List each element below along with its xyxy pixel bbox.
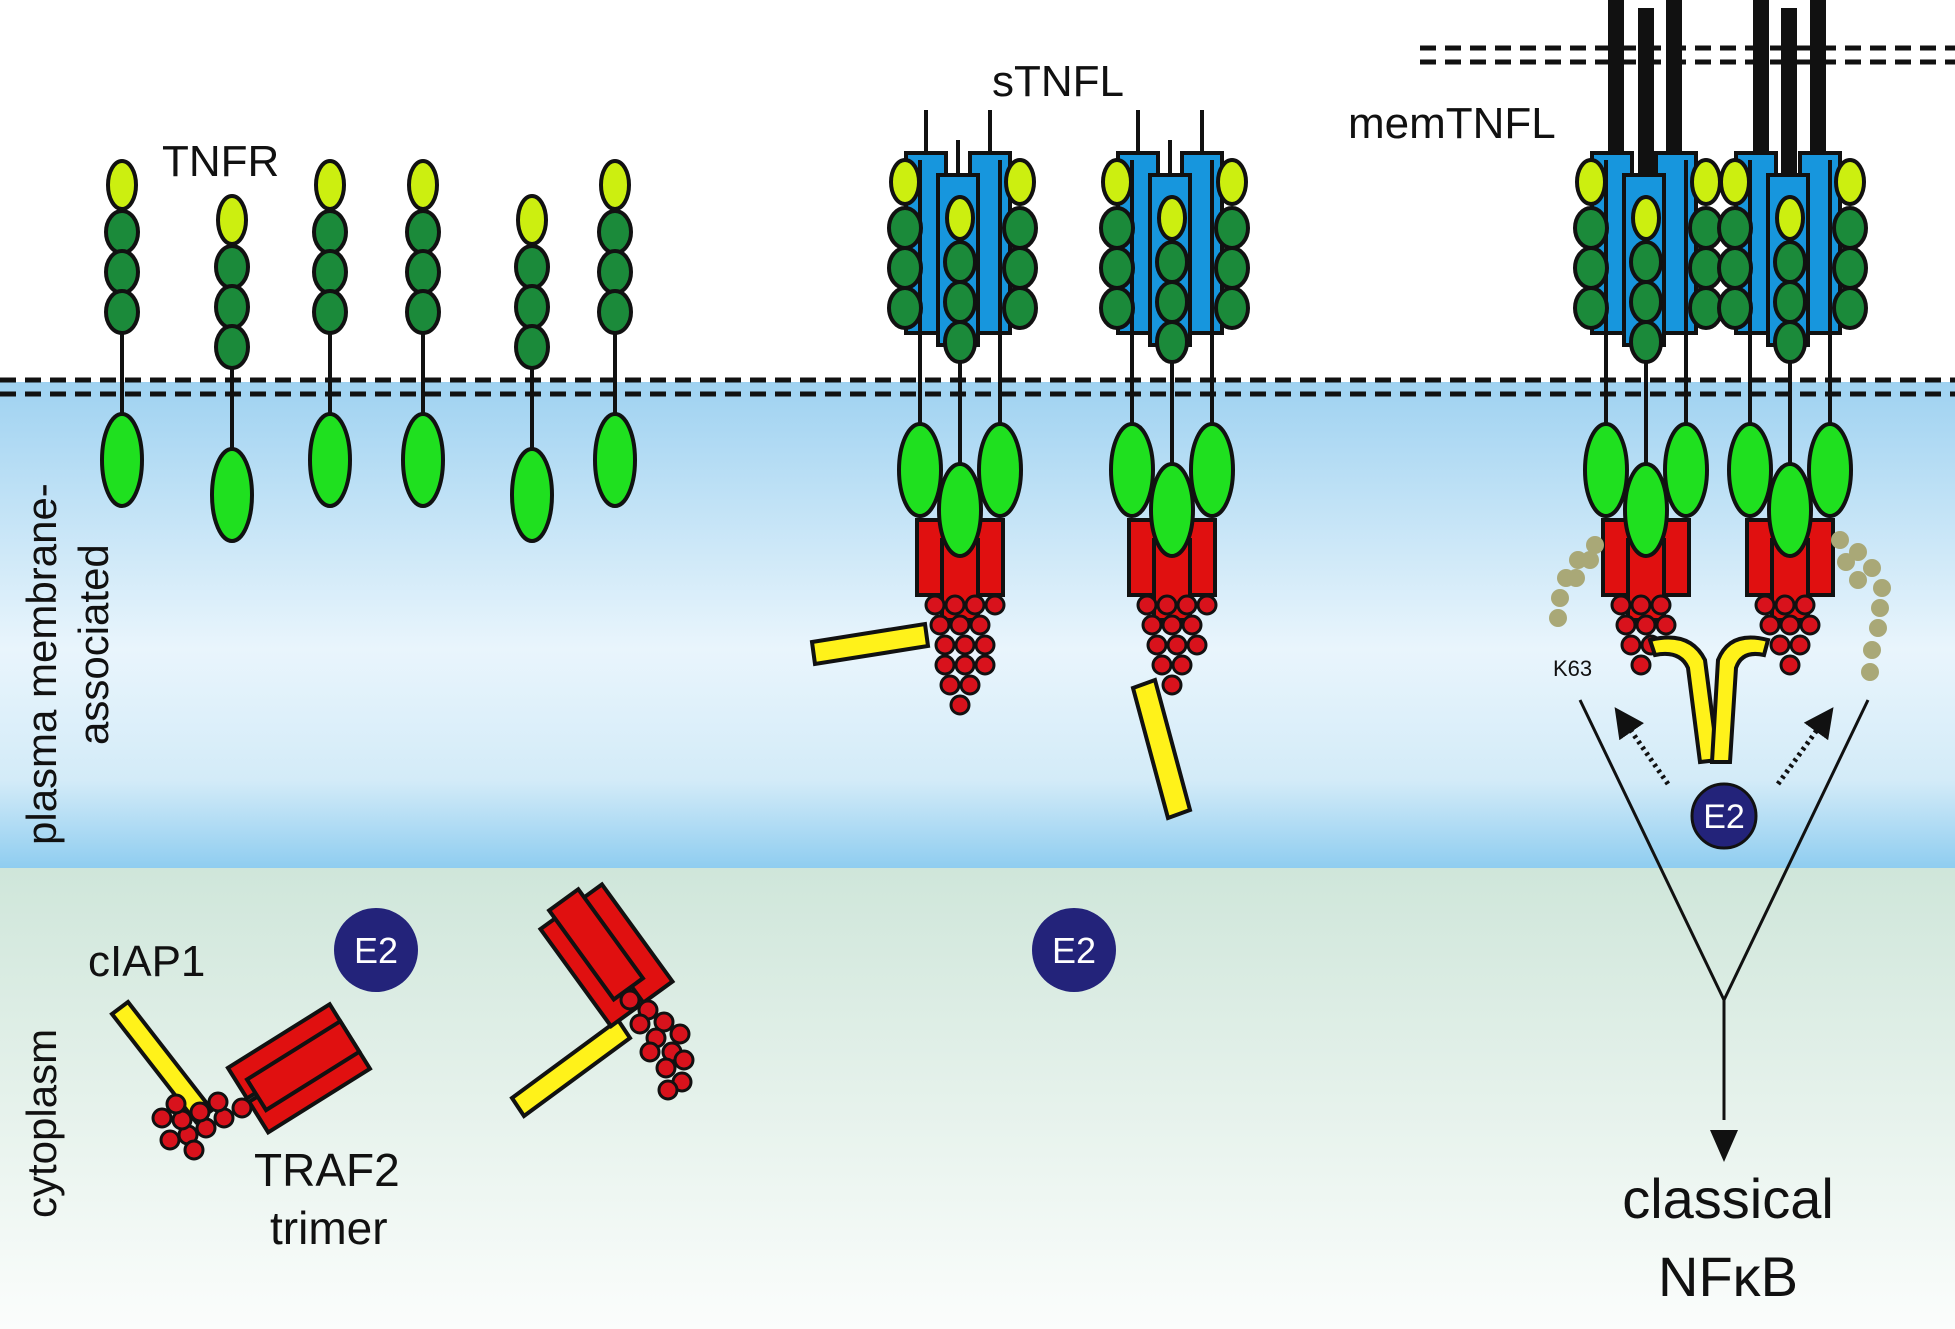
plasma-membrane-lines [0,377,1955,397]
nfkb-label-line2: NFκB [1658,1245,1798,1308]
memtnfl-label: memTNFL [1348,99,1556,148]
ciap1-memtnfl [1647,635,1771,765]
tnfr-monomer [510,194,554,543]
k63-label: K63 [1553,656,1592,681]
e2-cytoplasm-middle: E2 [1032,908,1116,992]
traf2-ciap1-cytoplasm-left [109,999,373,1161]
e2-cytoplasm-left: E2 [334,908,418,992]
k63-ubiquitin-chains [1549,531,1891,681]
region-membrane-label-line1: plasma membrane- [18,483,65,845]
stnfl-complex-right [1099,110,1250,821]
region-membrane-label-line2: associated [70,544,117,745]
traf2-label-line2: trimer [270,1202,388,1254]
traf2-label-line1: TRAF2 [254,1144,400,1196]
nfkb-label-line1: classical [1622,1167,1834,1230]
signaling-lines [1578,699,1870,1120]
e2-memtnfl: E2 [1690,782,1758,850]
tnfr-monomer [210,194,254,543]
region-cytoplasm-label: cytoplasm [18,1029,65,1218]
dotted-arrows [1614,707,1834,786]
svg-text:E2: E2 [354,930,398,971]
stnfl-label: sTNFL [992,57,1124,106]
svg-text:E2: E2 [1703,798,1745,836]
arrow-to-nfkb [1710,1130,1738,1162]
ligand-cell-membrane-lines [1420,45,1955,65]
ciap1-label: cIAP1 [88,937,205,986]
memtnfl-complex-left [1573,0,1724,676]
tnfr-monomer [401,159,445,508]
tnfr-monomer [593,159,637,508]
stnfl-complex-left [809,110,1038,716]
tnfr-monomer [308,159,352,508]
tnfr-monomer [100,159,144,508]
traf2-ciap1-cytoplasm-right [509,881,695,1119]
memtnfl-complex-right [1717,0,1868,676]
tnfr-label: TNFR [162,137,279,186]
svg-text:E2: E2 [1052,930,1096,971]
free-tnfr-receptors [100,159,637,543]
